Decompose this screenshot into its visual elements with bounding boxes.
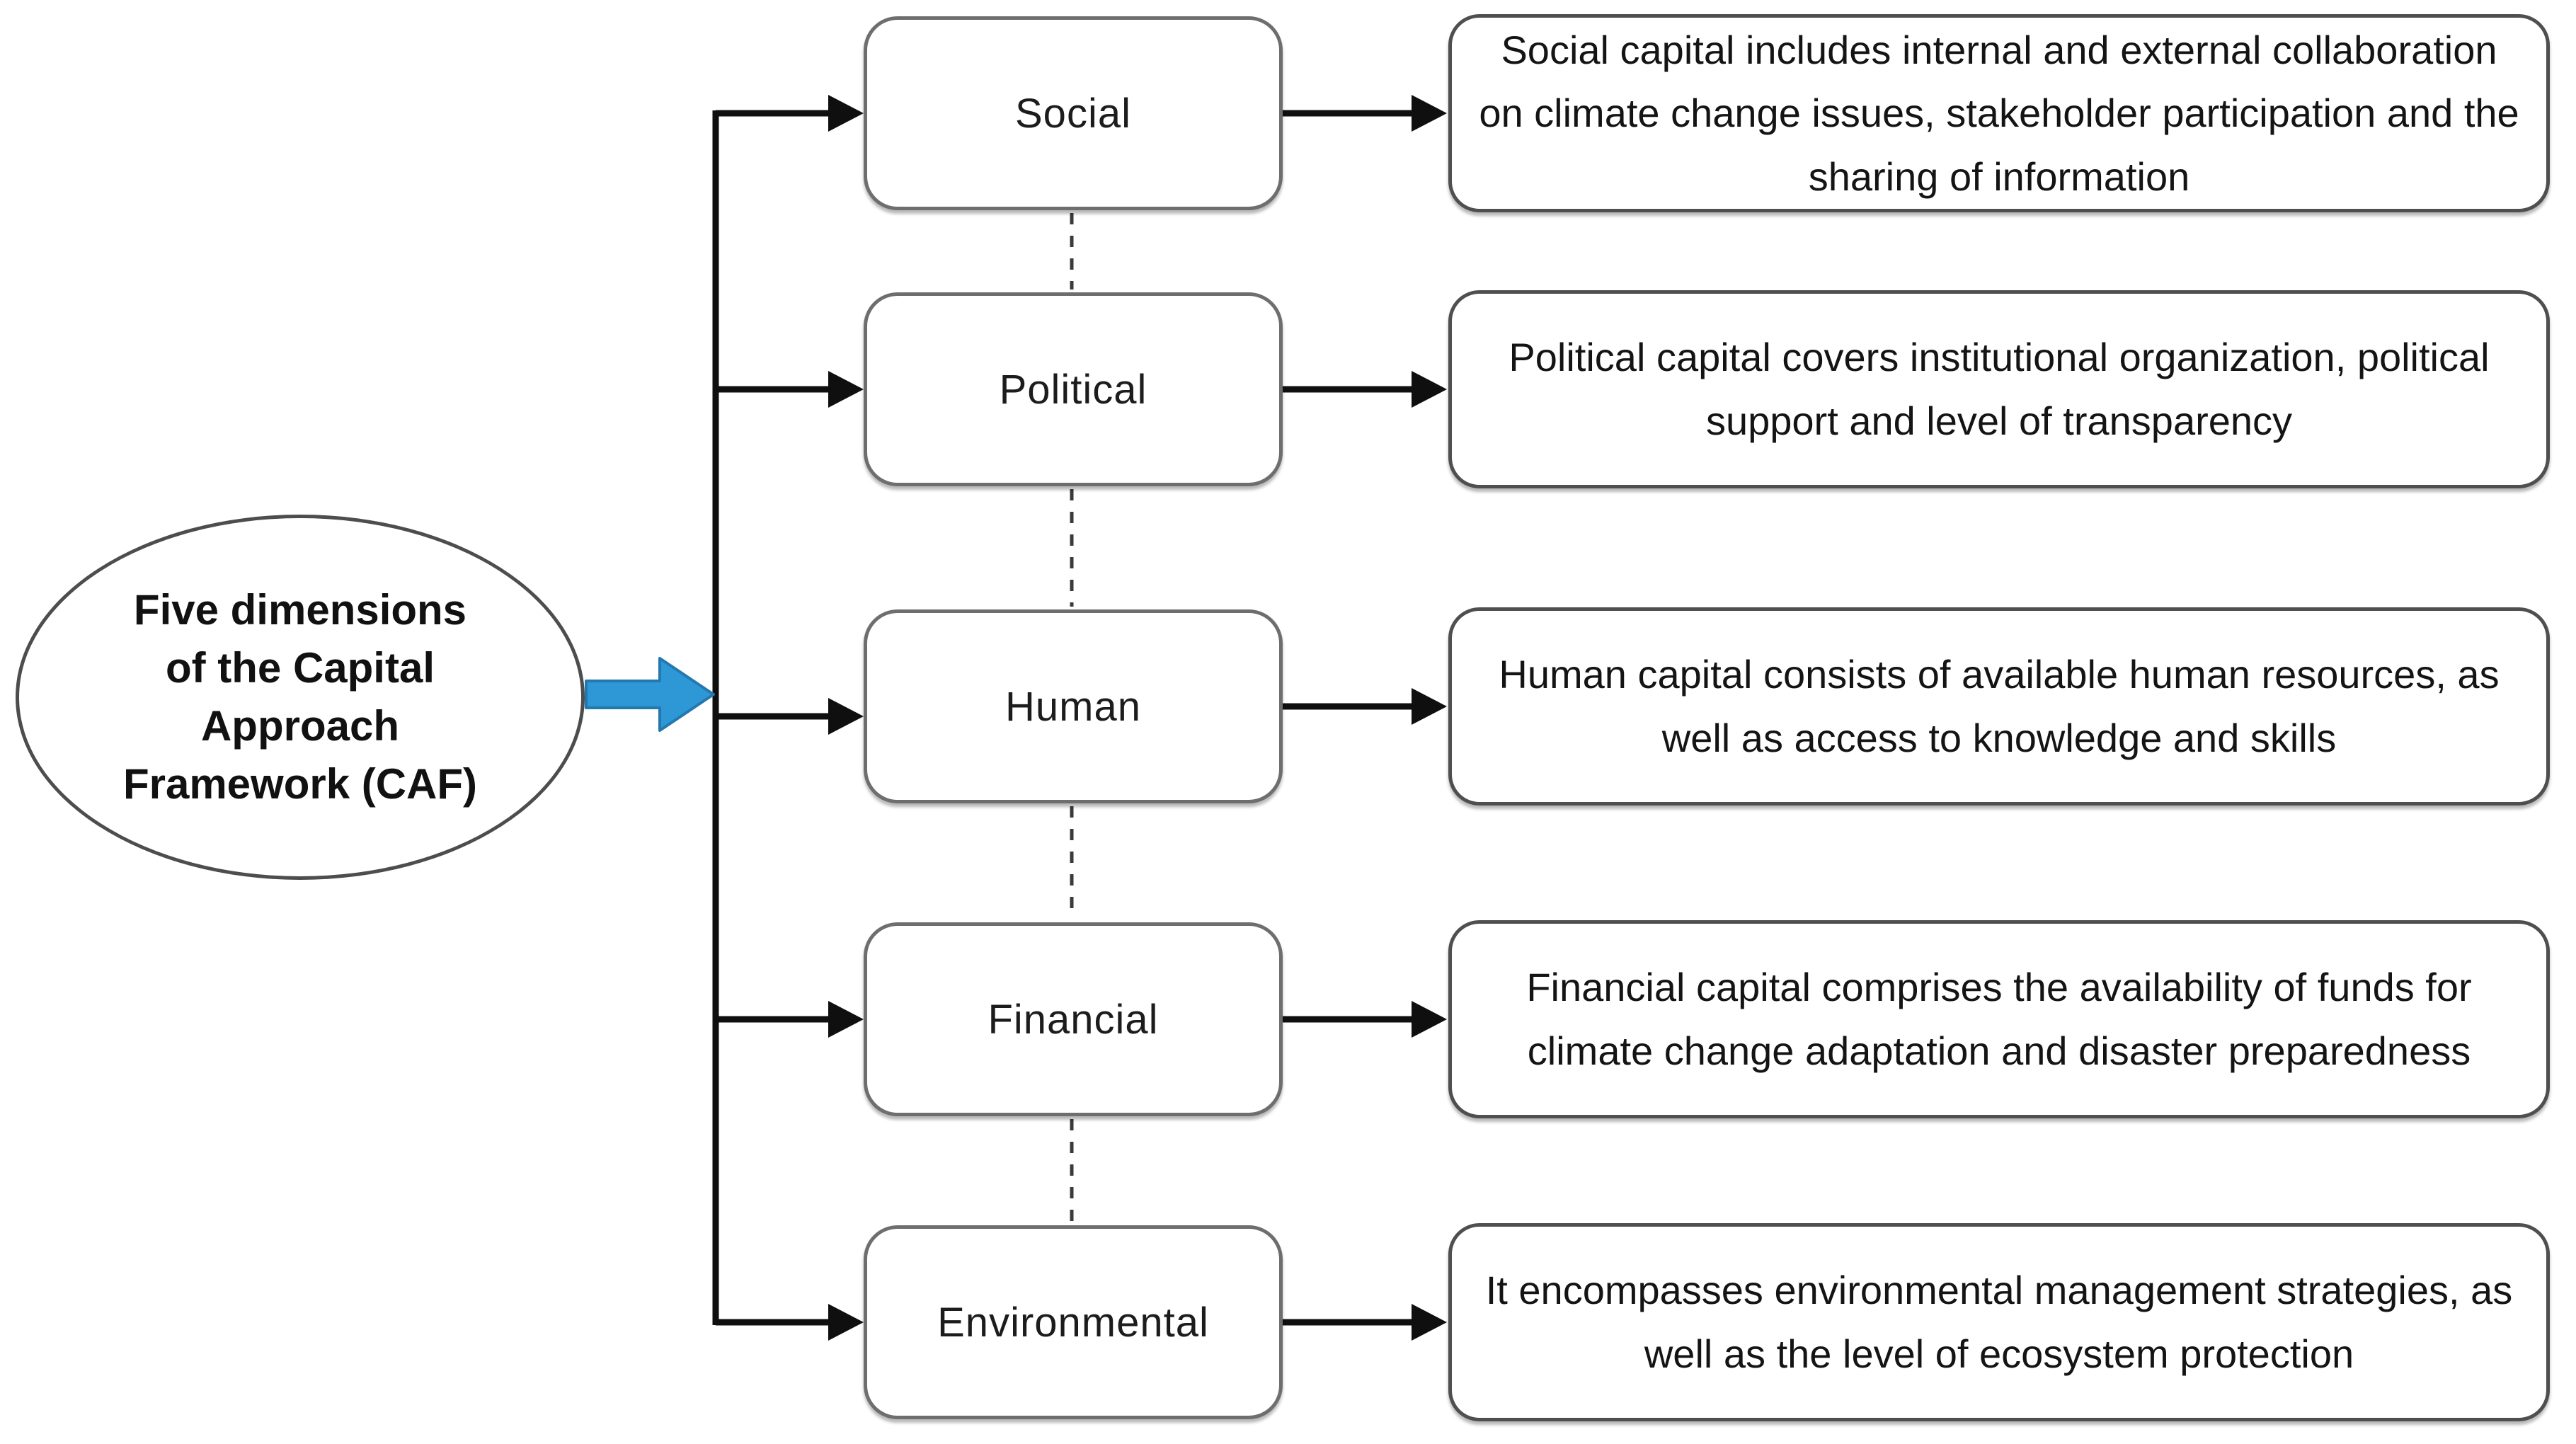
description-box-social: Social capital includes internal and ext… xyxy=(1448,14,2550,212)
dimension-box-environmental: Environmental xyxy=(864,1225,1283,1419)
dimension-box-social: Social xyxy=(864,16,1283,210)
source-label-line: Approach xyxy=(200,702,399,750)
dimension-label: Social xyxy=(1015,90,1131,137)
description-text: Social capital includes internal and ext… xyxy=(1479,27,2519,199)
desc-arrow-financial xyxy=(1283,1001,1447,1038)
desc-arrow-environmental xyxy=(1283,1304,1447,1341)
desc-arrow-social xyxy=(1283,95,1447,132)
branch-arrow-political xyxy=(716,371,864,408)
dimension-label: Financial xyxy=(988,996,1159,1043)
description-text: Human capital consists of available huma… xyxy=(1499,652,2500,760)
branch-arrow-social xyxy=(716,95,864,132)
description-box-financial: Financial capital comprises the availabi… xyxy=(1448,920,2550,1118)
description-box-human: Human capital consists of available huma… xyxy=(1448,607,2550,806)
description-box-political: Political capital covers institutional o… xyxy=(1448,290,2550,488)
dimension-box-financial: Financial xyxy=(864,922,1283,1116)
dimension-box-human: Human xyxy=(864,609,1283,803)
dimension-label: Political xyxy=(999,366,1147,413)
branch-arrow-environmental xyxy=(716,1304,864,1341)
description-text: It encompasses environmental management … xyxy=(1485,1268,2513,1376)
branch-arrow-financial xyxy=(716,1001,864,1038)
source-label-line: Five dimensions xyxy=(133,585,467,634)
source-label-line: Framework (CAF) xyxy=(122,760,478,808)
description-text: Political capital covers institutional o… xyxy=(1509,335,2490,443)
desc-arrow-human xyxy=(1283,688,1447,725)
branch-arrow-human xyxy=(716,698,864,735)
source-label-line: of the Capital xyxy=(165,643,435,692)
description-text: Financial capital comprises the availabi… xyxy=(1526,965,2472,1073)
flow-arrow-icon xyxy=(585,657,715,732)
source-label: Five dimensions of the Capital Approach … xyxy=(123,581,477,814)
desc-arrow-political xyxy=(1283,371,1447,408)
dimension-box-political: Political xyxy=(864,292,1283,486)
description-box-environmental: It encompasses environmental management … xyxy=(1448,1223,2550,1421)
source-ellipse: Five dimensions of the Capital Approach … xyxy=(16,515,585,880)
dimension-label: Environmental xyxy=(937,1299,1209,1346)
dimension-label: Human xyxy=(1005,683,1141,730)
